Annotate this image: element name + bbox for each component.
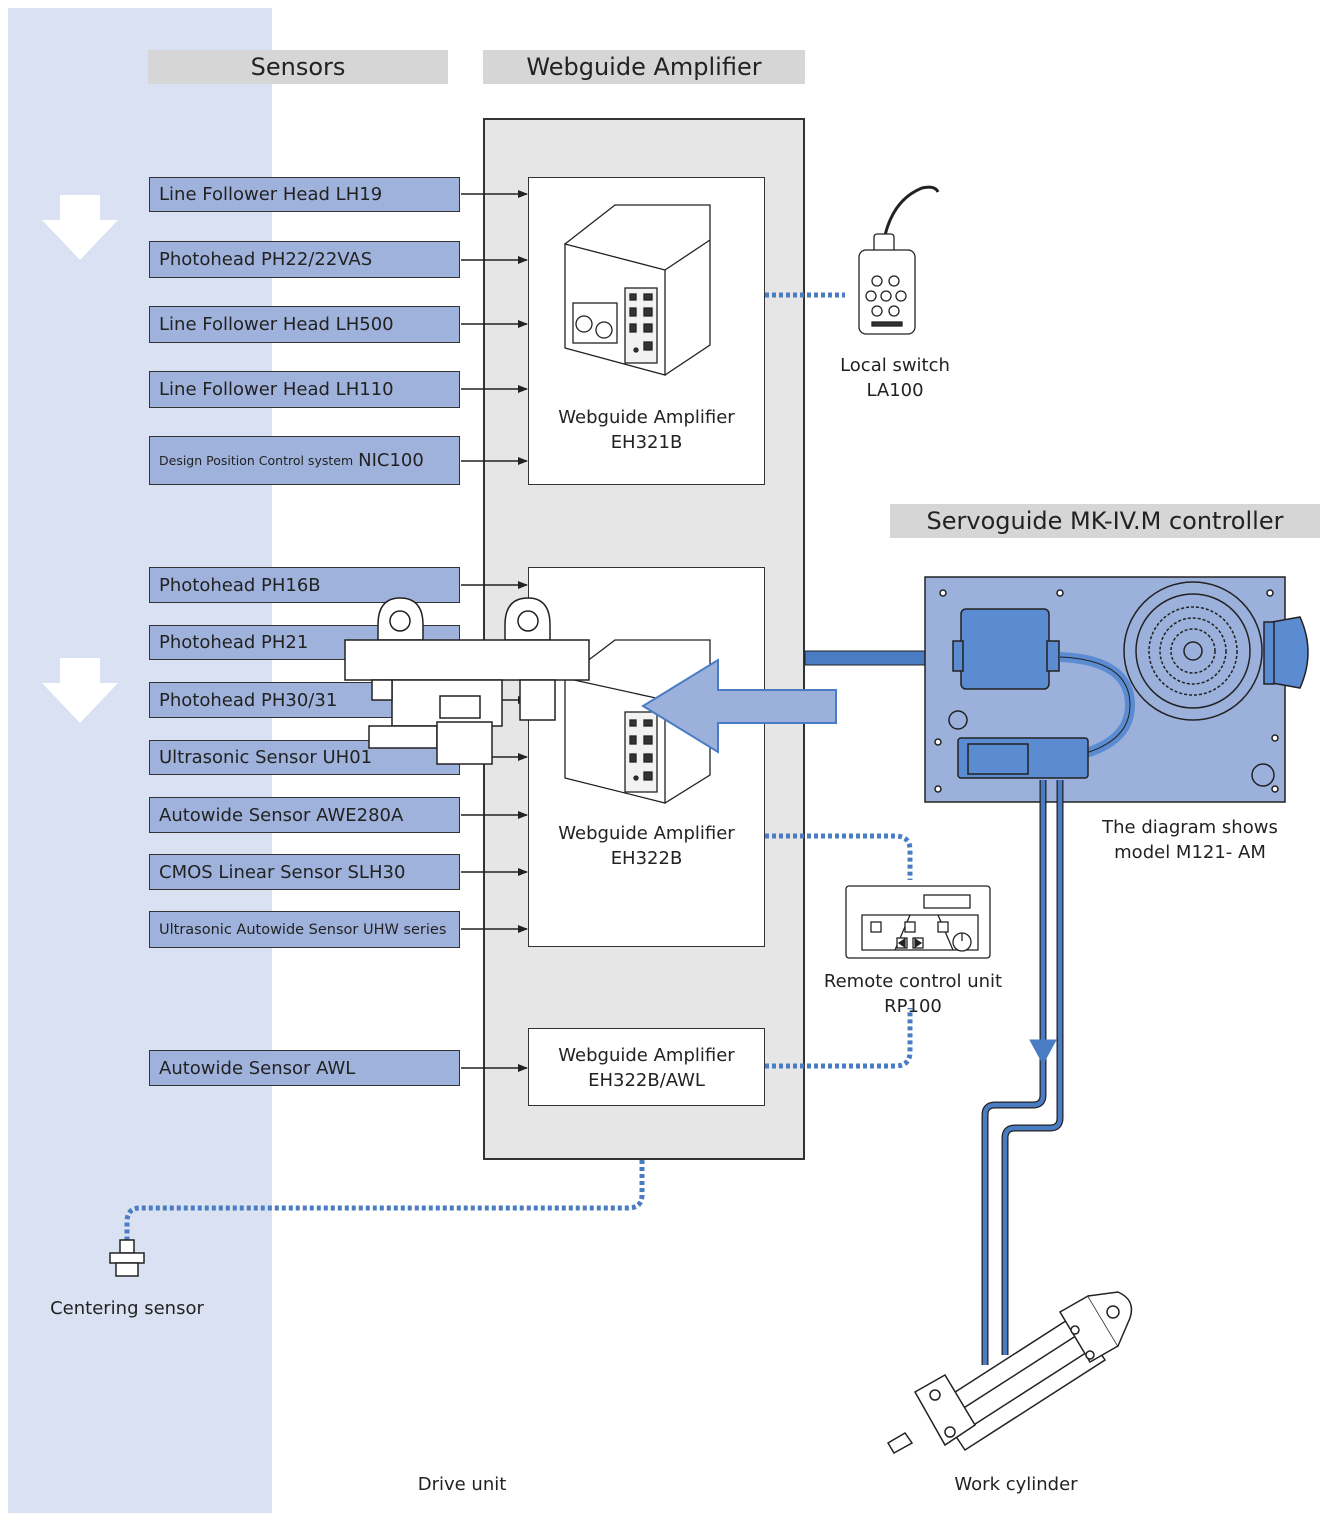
drive-unit-label: Drive unit [417,1474,507,1495]
sensor-awe280a: Autowide Sensor AWE280A [149,797,460,833]
sensor-label: Ultrasonic Autowide Sensor UHW series [159,921,447,938]
direction-arrow-icon [641,658,837,754]
sensor-awl: Autowide Sensor AWL [149,1050,460,1086]
sensor-label: Photohead PH16B [159,574,321,596]
work-cylinder-label: Work cylinder [954,1474,1078,1495]
sensors-header: Sensors [148,50,448,84]
sensor-lh19: Line Follower Head LH19 [149,177,460,212]
sensor-nic100: Design Position Control system NIC100 [149,436,460,485]
work-cylinder-icon [886,1291,1133,1455]
sensor-label-suffix: NIC100 [358,450,424,471]
sensor-label: Line Follower Head LH19 [159,184,383,205]
sensor-label: Line Follower Head LH110 [159,379,394,400]
centering-sensor-icon [109,1239,145,1277]
down-arrow-icon [42,658,118,723]
amplifier-eh322b-awl: Webguide Amplifier EH322B/AWL [528,1028,765,1106]
amplifier-name: Webguide Amplifier [558,407,735,428]
sensor-lh500: Line Follower Head LH500 [149,306,460,343]
remote-control-unit-icon [845,885,991,959]
label-line: RP100 [884,996,942,1017]
sensor-label: Photohead PH30/31 [159,689,338,711]
centering-sensor-label: Centering sensor [50,1298,204,1319]
sensor-label: Line Follower Head LH500 [159,314,394,335]
amplifier-name: Webguide Amplifier [558,1045,735,1066]
webguide-amplifier-header: Webguide Amplifier [483,50,805,84]
sensor-label: Design Position Control system [159,453,354,468]
sensor-ph16b: Photohead PH16B [149,567,460,603]
dotted-signal-links [124,292,913,1240]
sensor-lh110: Line Follower Head LH110 [149,371,460,408]
sensor-label: Photohead PH21 [159,632,309,653]
hydraulic-lines [981,780,1064,1365]
sensor-label: Autowide Sensor AWE280A [159,804,404,826]
servoguide-controller-icon [924,576,1309,803]
label-line: Local switch [840,355,950,376]
drive-unit-icon [344,597,590,765]
sensor-label: Photohead PH22/22VAS [159,249,373,270]
amplifier-model: EH322B/AWL [588,1070,705,1091]
sensor-connector-arrows [461,190,528,1072]
label-line: model M121- AM [1114,842,1266,863]
sensor-uhw: Ultrasonic Autowide Sensor UHW series [149,911,460,948]
label-line: Remote control unit [823,971,1003,992]
amplifier-unit-icon [564,204,711,376]
sensor-label: Autowide Sensor AWL [159,1057,356,1079]
down-arrow-icon [42,195,118,260]
controller-note-label: The diagram shows model M121- AM [1085,815,1295,865]
amplifier-name: Webguide Amplifier [558,823,735,844]
sensor-slh30: CMOS Linear Sensor SLH30 [149,854,460,890]
sensor-label: Ultrasonic Sensor UH01 [159,747,373,768]
label-line: LA100 [866,380,924,401]
sensor-ph22: Photohead PH22/22VAS [149,241,460,278]
amplifier-model: EH321B [610,432,683,453]
remote-unit-label: Remote control unit RP100 [808,969,1018,1019]
local-switch-label: Local switch LA100 [820,353,970,403]
servoguide-header: Servoguide MK-IV.M controller [890,504,1320,538]
amplifier-model: EH322B [610,848,683,869]
sensor-label: CMOS Linear Sensor SLH30 [159,861,406,883]
label-line: The diagram shows [1102,817,1278,838]
local-switch-icon [858,185,940,335]
